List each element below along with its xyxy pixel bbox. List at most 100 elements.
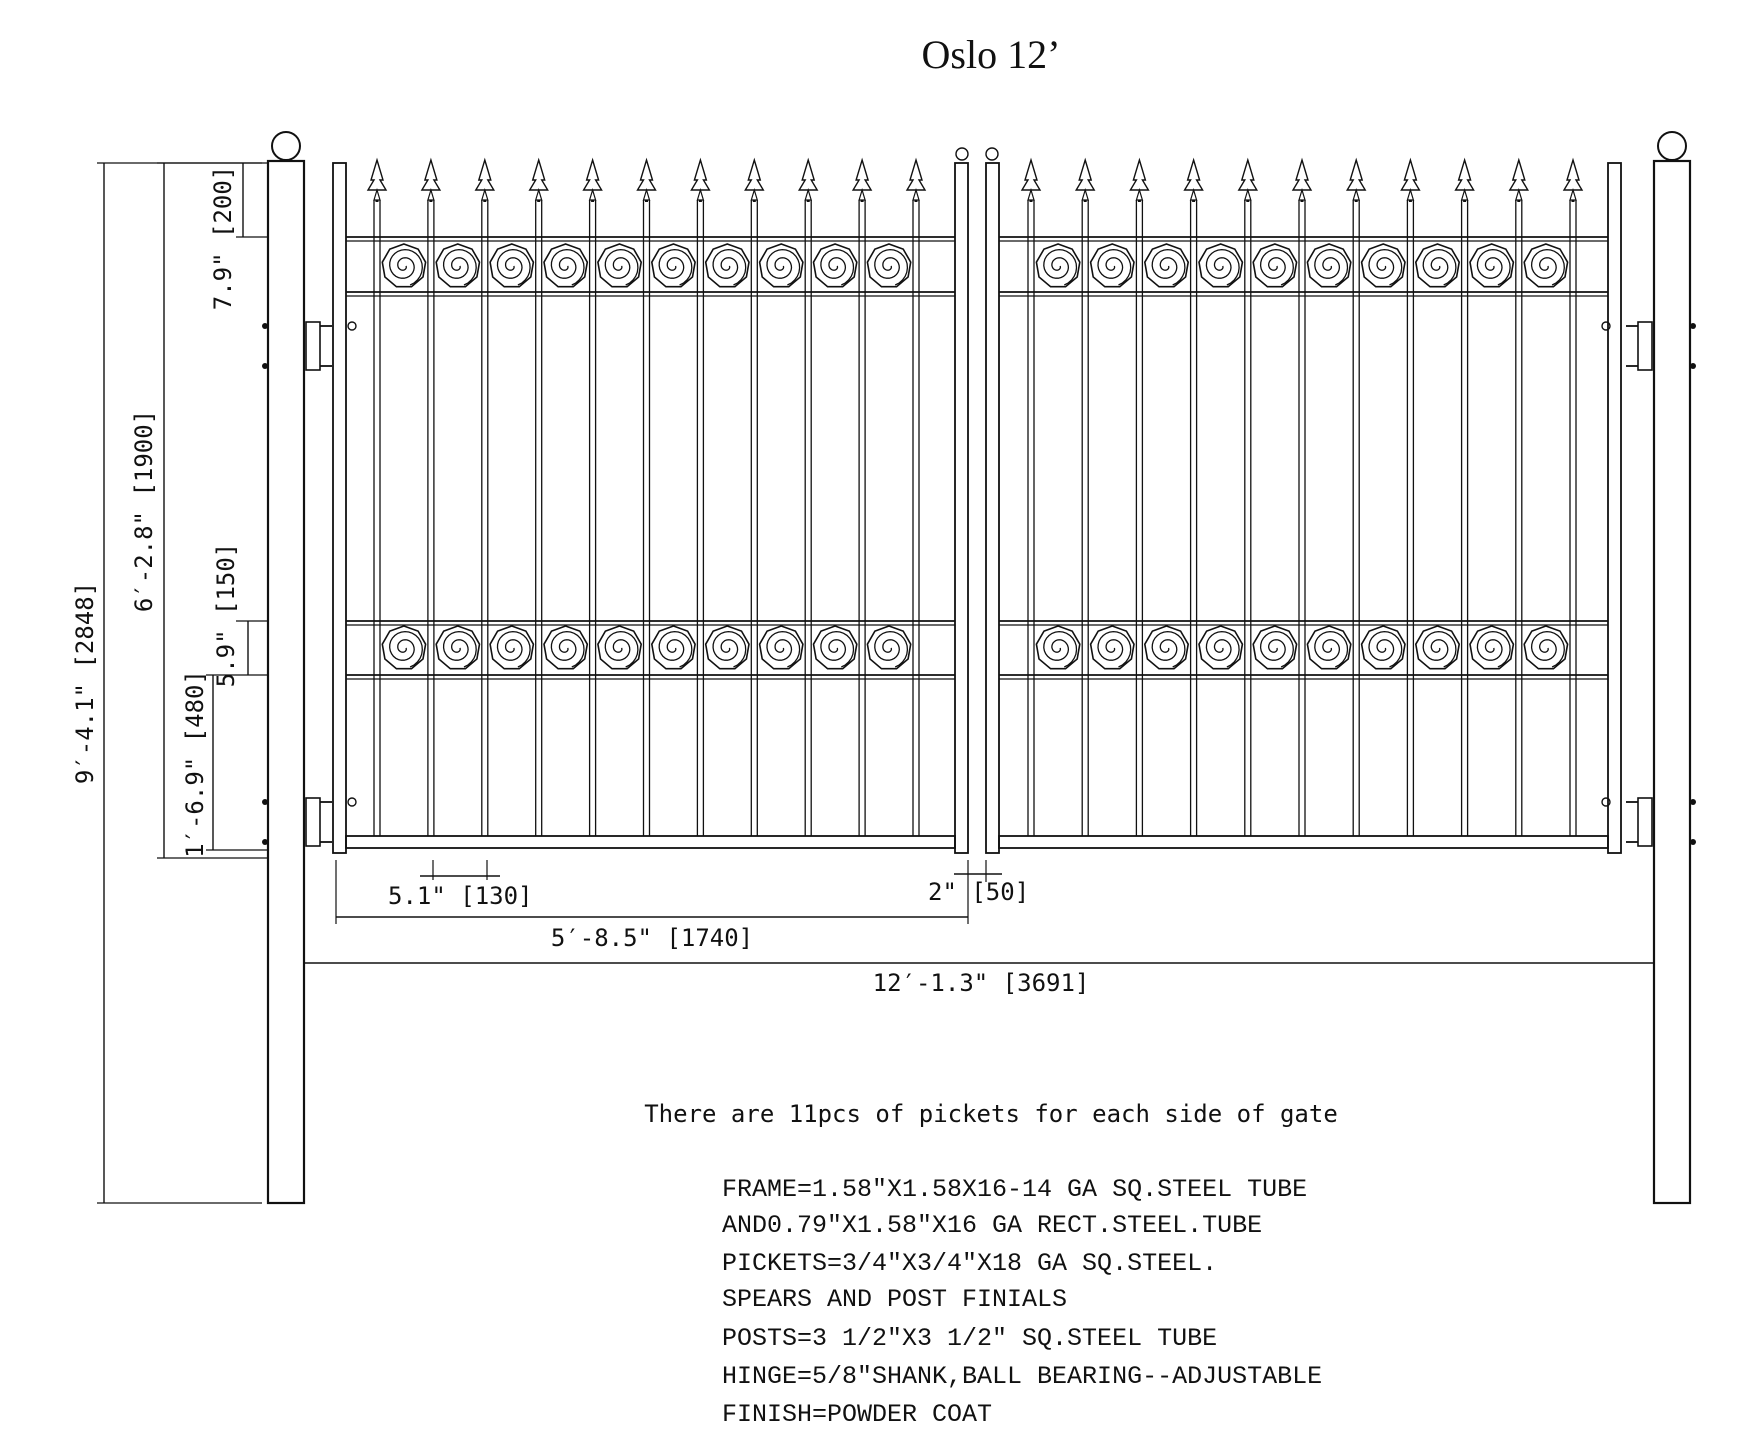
- picket: [1400, 157, 1421, 836]
- picket: [690, 157, 711, 836]
- scroll-ornament: [812, 625, 858, 670]
- scroll-ornament: [866, 625, 912, 670]
- picket: [1562, 157, 1584, 836]
- spear-finial: [905, 157, 927, 202]
- picket: [420, 157, 442, 836]
- hinge: [262, 321, 357, 371]
- spear-finial: [1183, 157, 1204, 202]
- dimension-overall-width: 12′-1.3" [3691]: [304, 962, 1654, 997]
- scroll-ornament: [1414, 243, 1461, 288]
- left-gate-leaf: [332, 147, 969, 854]
- dimension-picket-spacing: 5.1" [130]: [388, 860, 533, 910]
- page-title: Oslo 12’: [922, 32, 1061, 77]
- scroll-ornament: [1469, 243, 1515, 288]
- spec-line: HINGE=5/8"SHANK,BALL BEARING--ADJUSTABLE: [722, 1362, 1322, 1391]
- scroll-ornament: [1523, 243, 1569, 288]
- center-gap-label: 2" [50]: [928, 878, 1029, 906]
- gate-height-label: 6′-2.8" [1900]: [130, 410, 158, 612]
- dimension-leaf-width: 5′-8.5" [1740]: [335, 860, 969, 952]
- scroll-ornament: [435, 243, 481, 288]
- leaf-width-label: 5′-8.5" [1740]: [551, 924, 753, 952]
- picket: [636, 157, 657, 836]
- scroll-ornament: [1035, 625, 1081, 670]
- spear-finial: [420, 157, 442, 202]
- bottom-height-label: 1′-6.9" [480]: [181, 670, 209, 858]
- right-gate-leaf: [985, 147, 1622, 854]
- picket-count-note: There are 11pcs of pickets for each side…: [644, 1100, 1338, 1128]
- specifications: FRAME=1.58"X1.58X16-14 GA SQ.STEEL TUBE …: [722, 1175, 1322, 1429]
- spear-finial: [744, 157, 765, 202]
- spear-height-label: 7.9" [200]: [209, 166, 237, 311]
- spec-line: AND0.79"X1.58"X16 GA RECT.STEEL.TUBE: [722, 1211, 1262, 1240]
- scroll-ornament: [381, 243, 427, 288]
- spec-line: FRAME=1.58"X1.58X16-14 GA SQ.STEEL TUBE: [722, 1175, 1307, 1204]
- dimension-bottom-height: 1′-6.9" [480]: [181, 670, 268, 858]
- scroll-ornament: [758, 625, 804, 670]
- scroll-ornament: [543, 625, 589, 670]
- scroll-ornament: [1035, 243, 1081, 288]
- hinge: [1601, 797, 1696, 847]
- scroll-ornament: [543, 243, 589, 288]
- scroll-ornament: [1198, 243, 1244, 288]
- scroll-ornament: [489, 625, 535, 670]
- spear-finial: [1345, 157, 1367, 202]
- bottom-rail: [998, 835, 1609, 849]
- picket: [905, 157, 927, 836]
- spear-finial: [1454, 157, 1475, 202]
- picket: [851, 157, 873, 836]
- scroll-ornament: [435, 625, 481, 670]
- spear-finial: [1129, 157, 1150, 202]
- spear-finial: [851, 157, 873, 202]
- scroll-ornament: [1414, 625, 1461, 670]
- scroll-ornament: [1360, 625, 1406, 670]
- picket: [797, 157, 819, 836]
- picket: [1237, 157, 1259, 836]
- scroll-ornament: [1143, 243, 1190, 288]
- spear-finial: [1562, 157, 1584, 202]
- scroll-ornament: [597, 243, 643, 288]
- spec-line: POSTS=3 1/2"X3 1/2" SQ.STEEL TUBE: [722, 1324, 1217, 1353]
- dimension-gate-height: 6′-2.8" [1900]: [130, 162, 268, 859]
- spear-finial: [797, 157, 819, 202]
- dimension-scroll-band: 5.9" [150]: [212, 543, 268, 687]
- spear-finial: [1020, 157, 1042, 202]
- picket: [744, 157, 765, 836]
- spear-finial: [1237, 157, 1259, 202]
- spear-finial: [474, 157, 496, 202]
- picket-spacing-label: 5.1" [130]: [388, 882, 533, 910]
- spear-finial: [636, 157, 657, 202]
- picket: [582, 157, 603, 836]
- stile-cap: [985, 147, 999, 161]
- scroll-ornament: [812, 243, 858, 288]
- hinges: [262, 321, 1696, 847]
- scroll-ornament: [381, 625, 427, 670]
- dimension-overall-height: 9′-4.1" [2848]: [71, 162, 268, 1204]
- scroll-ornament: [1089, 243, 1135, 288]
- stile-cap: [955, 147, 969, 161]
- picket: [1345, 157, 1367, 836]
- scroll-ornament: [704, 625, 750, 670]
- spear-finial: [528, 157, 549, 202]
- gate-stile: [1607, 162, 1622, 854]
- right-post: [1652, 131, 1692, 1205]
- picket: [1291, 157, 1313, 836]
- overall-width-label: 12′-1.3" [3691]: [873, 969, 1090, 997]
- dimension-spear-height: 7.9" [200]: [209, 163, 268, 310]
- spear-finial: [1074, 157, 1096, 202]
- dimension-center-gap: 2" [50]: [928, 860, 1029, 906]
- spear-finial: [582, 157, 603, 202]
- picket: [1454, 157, 1475, 836]
- scroll-ornament: [1143, 625, 1190, 670]
- hinge: [262, 797, 357, 847]
- spec-line: PICKETS=3/4"X3/4"X18 GA SQ.STEEL.: [722, 1249, 1217, 1278]
- scroll-ornament: [1198, 625, 1244, 670]
- spear-finial: [690, 157, 711, 202]
- scroll-ornament: [1306, 243, 1352, 288]
- picket: [1074, 157, 1096, 836]
- scroll-ornament: [1469, 625, 1515, 670]
- scroll-ornament: [866, 243, 912, 288]
- scroll-ornament: [758, 243, 804, 288]
- picket: [1129, 157, 1150, 836]
- scroll-ornament: [1252, 625, 1298, 670]
